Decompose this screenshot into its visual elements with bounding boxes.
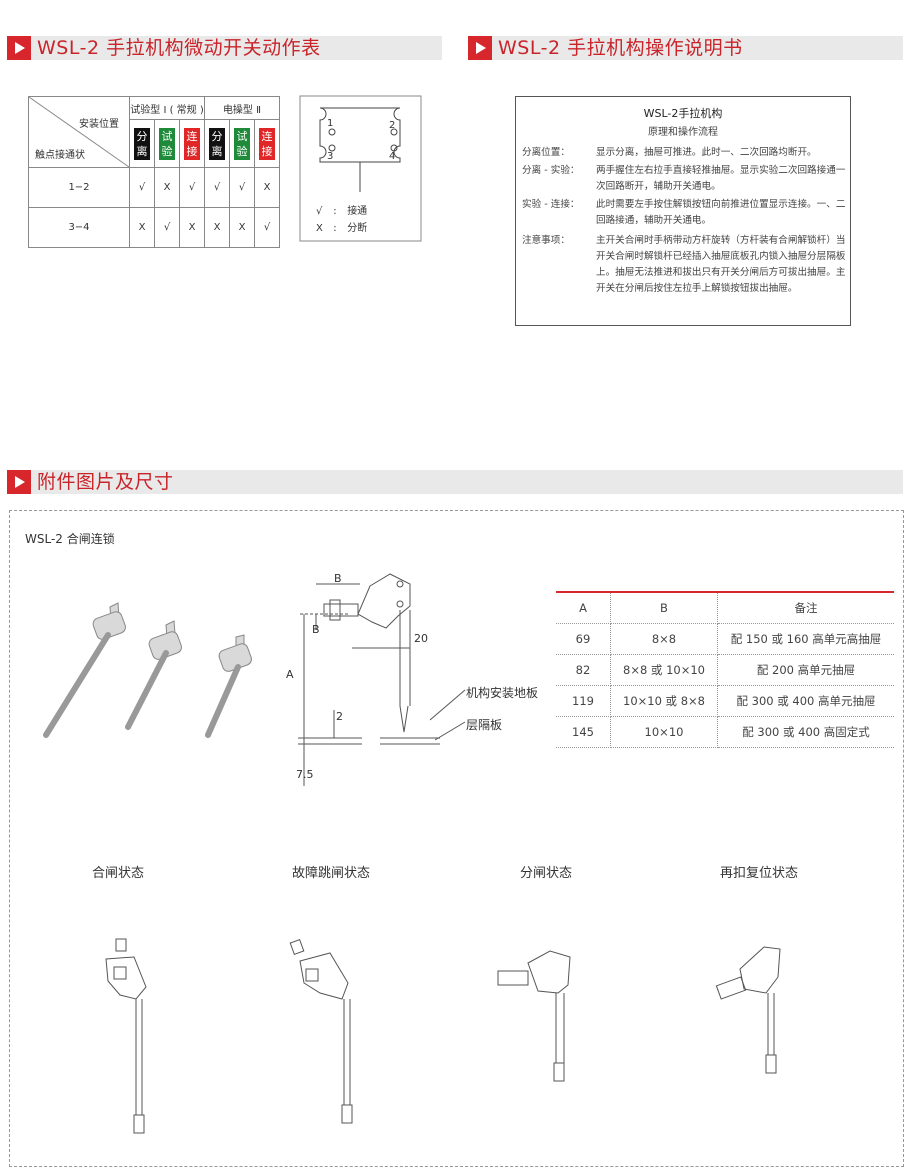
legend: √ :接通 X :分断 <box>316 203 367 237</box>
group-header-test: 试验型 Ⅰ ( 常规 ) <box>129 96 205 120</box>
table-cell: √ <box>129 167 155 208</box>
table-cell: √ <box>179 167 205 208</box>
contact-number: 2 <box>389 120 396 131</box>
corner-diagonal <box>28 96 130 168</box>
section-title: WSL-2 手拉机构微动开关动作表 <box>37 37 321 59</box>
table-cell: 119 <box>556 685 611 717</box>
status-chip: 试验 <box>159 127 175 160</box>
section-title: 附件图片及尺寸 <box>37 471 174 493</box>
contact-diagram <box>299 95 422 242</box>
dim-label: 2 <box>336 710 343 723</box>
table-cell: 配 200 高单元抽屉 <box>717 654 894 686</box>
table-corner-cell: 安装位置 触点接通状 <box>28 96 130 168</box>
instructions-box: WSL-2手拉机构 原理和操作流程 分离位置：显示分离，抽屉可推进。此时一、二次… <box>515 96 851 326</box>
status-chip-cell: 试验 <box>154 119 180 168</box>
table-cell: X <box>204 207 230 248</box>
status-chip-cell: 连接 <box>254 119 280 168</box>
open-state-figure <box>497 950 571 1082</box>
group-header-electric: 电操型 Ⅱ <box>204 96 280 120</box>
attachment-panel <box>9 510 904 1167</box>
table-cell: 10×10 或 8×8 <box>610 685 718 717</box>
dim-label: 7.5 <box>296 768 314 781</box>
instructions-title: WSL-2手拉机构 <box>643 107 723 120</box>
column-header: 备注 <box>717 591 894 624</box>
table-cell: 配 300 或 400 高固定式 <box>717 716 894 748</box>
row-label: 3−4 <box>28 207 130 248</box>
status-chip: 连接 <box>259 127 275 160</box>
row-label: 1−2 <box>28 167 130 208</box>
state-label: 分闸状态 <box>520 866 573 881</box>
dim-label: B <box>334 572 342 585</box>
state-label: 合闸状态 <box>92 866 145 881</box>
trip-state-figure <box>289 939 353 1124</box>
table-cell: 145 <box>556 716 611 748</box>
corner-label-top: 安装位置 <box>79 119 119 130</box>
state-label: 再扣复位状态 <box>720 866 799 881</box>
panel-title: WSL-2 合闸连锁 <box>25 532 115 546</box>
product-photo-illustration <box>43 602 252 738</box>
play-arrow-icon <box>468 36 492 60</box>
table-cell: √ <box>229 167 255 208</box>
callout-label: 层隔板 <box>466 718 503 732</box>
table-cell: X <box>154 167 180 208</box>
table-cell: 69 <box>556 623 611 655</box>
table-cell: 8×8 <box>610 623 718 655</box>
table-cell: X <box>179 207 205 248</box>
table-cell: √ <box>204 167 230 208</box>
table-cell: 配 300 或 400 高单元抽屉 <box>717 685 894 717</box>
status-chip: 分离 <box>209 127 225 160</box>
table-cell: 10×10 <box>610 716 718 748</box>
table-cell: √ <box>154 207 180 248</box>
status-chip-cell: 分离 <box>129 119 155 168</box>
dimension-drawing <box>298 573 466 786</box>
closed-state-figure <box>105 938 147 1134</box>
contact-number: 4 <box>389 151 396 162</box>
section-header-instructions: WSL-2 手拉机构操作说明书 <box>468 36 903 60</box>
table-cell: X <box>129 207 155 248</box>
state-illustrations <box>105 938 781 1134</box>
section-title: WSL-2 手拉机构操作说明书 <box>498 37 743 59</box>
corner-label-bottom: 触点接通状 <box>35 150 85 161</box>
play-arrow-icon <box>7 470 31 494</box>
table-cell: 8×8 或 10×10 <box>610 654 718 686</box>
contact-number: 3 <box>327 151 334 162</box>
callout-label: 机构安装地板 <box>466 686 539 700</box>
status-chip-cell: 连接 <box>179 119 205 168</box>
section-header-switch-table: WSL-2 手拉机构微动开关动作表 <box>7 36 442 60</box>
contact-number: 1 <box>327 118 334 129</box>
status-chip-cell: 试验 <box>229 119 255 168</box>
dim-label: B <box>312 623 320 636</box>
legend-item: √ :接通 <box>316 206 368 217</box>
table-cell: 82 <box>556 654 611 686</box>
table-cell: 配 150 或 160 高单元高抽屉 <box>717 623 894 655</box>
reset-state-figure <box>715 946 781 1074</box>
status-chip-cell: 分离 <box>204 119 230 168</box>
column-header: B <box>610 591 718 624</box>
column-header: A <box>556 591 611 624</box>
instructions-subtitle: 原理和操作流程 <box>648 127 718 138</box>
state-label: 故障跳闸状态 <box>292 866 371 881</box>
status-chip: 连接 <box>184 127 200 160</box>
table-cell: X <box>229 207 255 248</box>
dim-label: A <box>286 668 294 681</box>
table-cell: X <box>254 167 280 208</box>
table-cell: √ <box>254 207 280 248</box>
status-chip: 试验 <box>234 127 250 160</box>
dim-label: 20 <box>414 632 428 645</box>
play-arrow-icon <box>7 36 31 60</box>
switch-action-table: 安装位置 触点接通状 试验型 Ⅰ ( 常规 ) 电操型 Ⅱ 分离试验连接分离试验… <box>28 96 280 248</box>
status-chip: 分离 <box>134 127 150 160</box>
legend-item: X :分断 <box>316 223 368 234</box>
section-header-attachments: 附件图片及尺寸 <box>7 470 903 494</box>
